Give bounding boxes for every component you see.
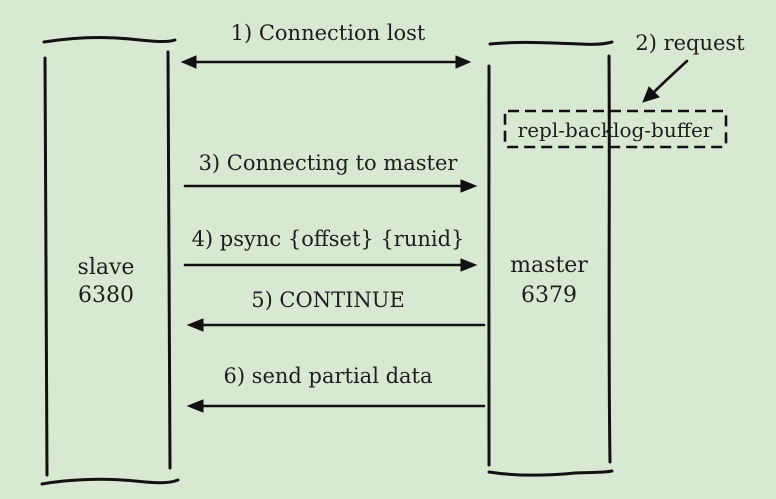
step-4-label: 4) psync {offset} {runid}	[192, 227, 465, 251]
master-node: master 6379	[487, 40, 614, 477]
step-2-line	[650, 59, 689, 96]
step-3-label: 3) Connecting to master	[199, 151, 459, 175]
step-2-request: 2) request	[635, 31, 745, 103]
master-right-edge	[607, 54, 612, 464]
step-1-connection-lost: 1) Connection lost	[180, 21, 472, 69]
master-top-edge	[488, 40, 614, 46]
step-4-psync: 4) psync {offset} {runid}	[183, 227, 478, 272]
step-2-arrowhead	[642, 86, 660, 103]
step-5-arrowhead	[186, 318, 204, 332]
step-1-right-arrowhead	[455, 55, 472, 69]
step-1-left-arrowhead	[180, 55, 197, 69]
slave-right-edge	[166, 50, 172, 470]
step-2-label: 2) request	[635, 31, 745, 55]
slave-port: 6380	[78, 283, 134, 308]
master-left-edge	[487, 64, 491, 467]
buffer-label: repl-backlog-buffer	[518, 118, 713, 142]
master-name: master	[510, 253, 588, 278]
step-4-arrowhead	[460, 258, 478, 272]
buffer-dashed-box	[503, 109, 728, 149]
step-5-continue: 5) CONTINUE	[186, 288, 486, 332]
master-bottom-edge	[487, 469, 614, 477]
step-1-label: 1) Connection lost	[231, 21, 426, 45]
slave-bottom-edge	[40, 477, 180, 486]
step-5-label: 5) CONTINUE	[251, 288, 405, 312]
master-port: 6379	[521, 283, 577, 308]
step-3-connecting: 3) Connecting to master	[183, 151, 478, 193]
step-6-arrowhead	[186, 399, 204, 413]
step-6-label: 6) send partial data	[223, 364, 432, 388]
slave-node: slave 6380	[40, 36, 180, 486]
slave-left-edge	[43, 56, 49, 477]
slave-name: slave	[78, 255, 135, 280]
step-6-partial-data: 6) send partial data	[186, 364, 486, 413]
step-3-arrowhead	[460, 179, 478, 193]
slave-top-edge	[42, 36, 177, 44]
repl-backlog-buffer: repl-backlog-buffer	[503, 109, 728, 149]
